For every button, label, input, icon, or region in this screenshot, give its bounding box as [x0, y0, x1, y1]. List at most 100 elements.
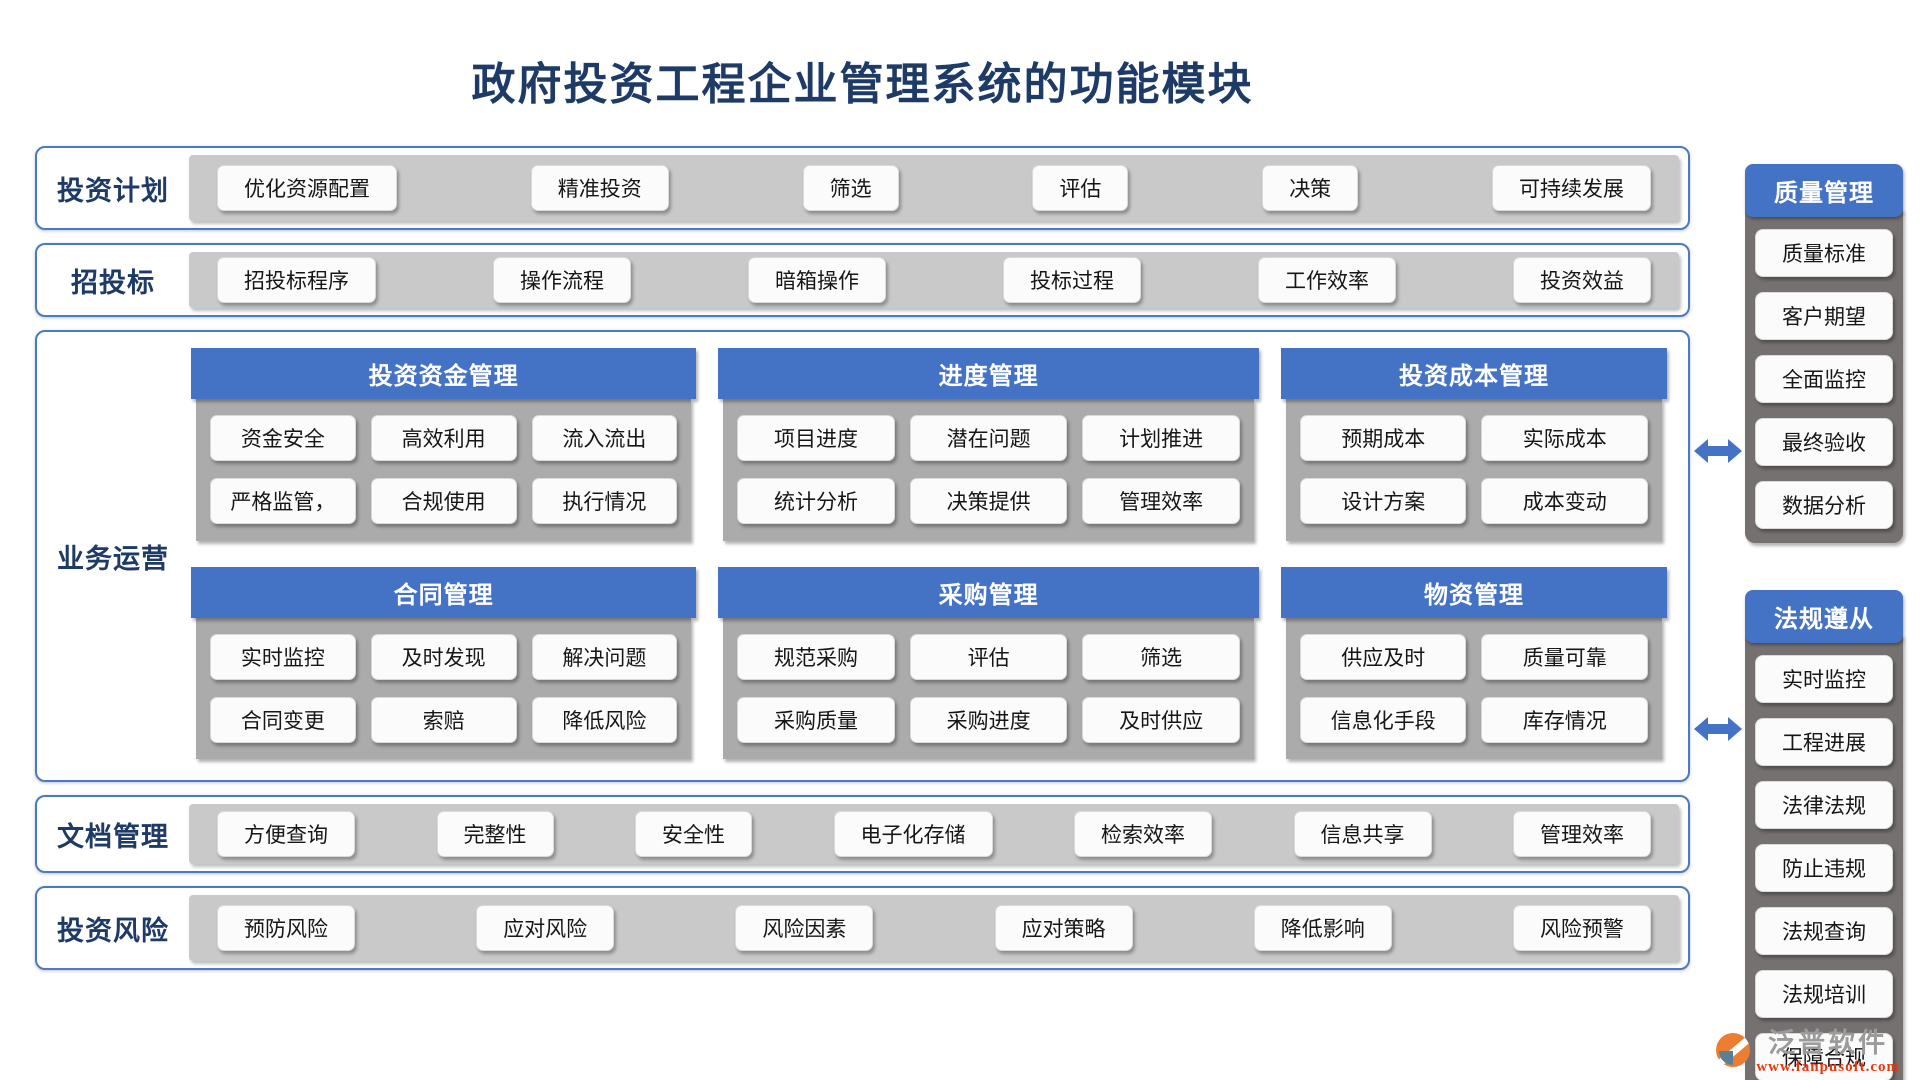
chip-potential-issues[interactable]: 潜在问题	[909, 415, 1068, 462]
chip-compliance-realtime-monitoring[interactable]: 实时监控	[1755, 655, 1893, 703]
chip-procurement-evaluation[interactable]: 评估	[909, 633, 1068, 680]
chip-quality-standard[interactable]: 质量标准	[1755, 229, 1893, 277]
page-title: 政府投资工程企业管理系统的功能模块	[471, 60, 1254, 109]
chip-strict-supervision[interactable]: 严格监管，	[210, 478, 356, 525]
chip-procurement-screening[interactable]: 筛选	[1082, 633, 1240, 680]
chip-retrieval-efficiency[interactable]: 检索效率	[1074, 811, 1212, 857]
chip-electronic-storage[interactable]: 电子化存储	[833, 811, 993, 857]
sidebar-compliance: 法规遵从 实时监控 工程进展 法律法规 防止违规 法规查询 法规培训 保障合规	[1745, 590, 1903, 1080]
chip-customer-expectation[interactable]: 客户期望	[1755, 292, 1893, 340]
panel-cost-management-title: 投资成本管理	[1280, 348, 1667, 399]
panel-material-management-body: 供应及时 质量可靠 信息化手段 库存情况	[1285, 617, 1662, 759]
band-bidding-label: 招投标	[71, 267, 155, 298]
chip-inflow-outflow[interactable]: 流入流出	[531, 415, 678, 462]
main-diagram: 投资计划 优化资源配置 精准投资 筛选 评估 决策 可持续发展 招投标 招投标程…	[35, 146, 1690, 970]
band-document-management-tray: 方便查询 完整性 安全性 电子化存储 检索效率 信息共享 管理效率	[189, 804, 1679, 864]
chip-data-analysis[interactable]: 数据分析	[1755, 481, 1893, 529]
chip-fund-safety[interactable]: 资金安全	[210, 415, 356, 462]
chip-full-monitoring[interactable]: 全面监控	[1755, 355, 1893, 403]
chip-sustainable-development[interactable]: 可持续发展	[1491, 165, 1651, 211]
double-arrow-icon	[1693, 434, 1743, 468]
footer-brand: 泛普软件 www.fanpusoft.com	[1716, 1029, 1900, 1076]
panel-fund-management: 投资资金管理 资金安全 高效利用 流入流出 严格监管， 合规使用 执行情况	[191, 348, 697, 541]
chip-risk-warning[interactable]: 风险预警	[1512, 905, 1651, 951]
chip-impact-reduction[interactable]: 降低影响	[1253, 905, 1392, 951]
chip-informatization[interactable]: 信息化手段	[1299, 696, 1467, 743]
chip-bidding-procedure[interactable]: 招投标程序	[217, 257, 376, 303]
chip-procurement-progress[interactable]: 采购进度	[909, 696, 1068, 743]
chip-compliant-use[interactable]: 合规使用	[370, 478, 517, 525]
chip-precise-investment[interactable]: 精准投资	[530, 165, 669, 211]
chip-claims[interactable]: 索赔	[370, 696, 517, 743]
chip-management-efficiency[interactable]: 管理效率	[1082, 478, 1240, 525]
chip-laws-regulations[interactable]: 法律法规	[1755, 781, 1893, 829]
sidebar-quality-body: 质量标准 客户期望 全面监控 最终验收 数据分析	[1745, 209, 1903, 543]
chip-decision-support[interactable]: 决策提供	[909, 478, 1068, 525]
panel-fund-management-title: 投资资金管理	[191, 348, 697, 399]
chip-statistical-analysis[interactable]: 统计分析	[737, 478, 895, 525]
chip-timely-supply[interactable]: 及时供应	[1082, 696, 1240, 743]
chip-security[interactable]: 安全性	[635, 811, 752, 857]
chip-procurement-quality[interactable]: 采购质量	[737, 696, 895, 743]
chip-final-acceptance[interactable]: 最终验收	[1755, 418, 1893, 466]
chip-bidding-process[interactable]: 投标过程	[1003, 257, 1141, 303]
chip-problem-solving[interactable]: 解决问题	[531, 633, 678, 680]
chip-evaluation[interactable]: 评估	[1032, 165, 1129, 211]
chip-contract-change[interactable]: 合同变更	[210, 696, 356, 743]
chip-optimize-resources[interactable]: 优化资源配置	[217, 165, 397, 211]
panel-progress-management: 进度管理 项目进度 潜在问题 计划推进 统计分析 决策提供 管理效率	[718, 348, 1259, 541]
chip-easy-query[interactable]: 方便查询	[217, 811, 355, 857]
chip-response-strategy[interactable]: 应对策略	[994, 905, 1133, 951]
chip-efficient-use[interactable]: 高效利用	[370, 415, 517, 462]
chip-violation-prevention[interactable]: 防止违规	[1755, 844, 1893, 892]
panel-material-management-title: 物资管理	[1280, 566, 1667, 618]
chip-execution-status[interactable]: 执行情况	[531, 478, 678, 525]
chip-risk-factors[interactable]: 风险因素	[735, 905, 874, 951]
band-investment-plan-tray: 优化资源配置 精准投资 筛选 评估 决策 可持续发展	[189, 155, 1679, 221]
chip-regulation-training[interactable]: 法规培训	[1755, 970, 1893, 1018]
chip-risk-response[interactable]: 应对风险	[476, 905, 615, 951]
chip-expected-cost[interactable]: 预期成本	[1299, 415, 1467, 462]
chip-timely-detection[interactable]: 及时发现	[370, 633, 517, 680]
chip-cost-change[interactable]: 成本变动	[1481, 478, 1648, 525]
chip-compliance-guarantee[interactable]: 保障合规	[1755, 1033, 1893, 1080]
chip-plan-advancement[interactable]: 计划推进	[1082, 415, 1240, 462]
chip-investment-benefit[interactable]: 投资效益	[1513, 257, 1651, 303]
chip-work-efficiency[interactable]: 工作效率	[1258, 257, 1396, 303]
chip-reliable-quality[interactable]: 质量可靠	[1481, 633, 1648, 680]
chip-decision[interactable]: 决策	[1262, 165, 1359, 211]
band-investment-risk: 投资风险 预防风险 应对风险 风险因素 应对策略 降低影响 风险预警	[35, 886, 1690, 970]
band-investment-risk-tray: 预防风险 应对风险 风险因素 应对策略 降低影响 风险预警	[189, 895, 1679, 961]
chip-information-sharing[interactable]: 信息共享	[1293, 811, 1432, 857]
sidebar-quality-title: 质量管理	[1745, 164, 1903, 217]
chip-timely-supplying[interactable]: 供应及时	[1299, 633, 1467, 680]
band-document-management: 文档管理 方便查询 完整性 安全性 电子化存储 检索效率 信息共享 管理效率	[35, 795, 1690, 873]
chip-project-progress[interactable]: 项目进度	[737, 415, 895, 462]
chip-inventory-status[interactable]: 库存情况	[1481, 696, 1648, 743]
band-investment-risk-label: 投资风险	[57, 915, 169, 946]
panel-cost-management: 投资成本管理 预期成本 实际成本 设计方案 成本变动	[1280, 348, 1667, 541]
chip-black-box-operation[interactable]: 暗箱操作	[748, 257, 886, 303]
sidebar-compliance-title: 法规遵从	[1745, 590, 1903, 643]
chip-risk-reduction[interactable]: 降低风险	[531, 696, 678, 743]
chip-project-advancement[interactable]: 工程进展	[1755, 718, 1893, 766]
chip-design-plan[interactable]: 设计方案	[1299, 478, 1467, 525]
chip-operation-flow[interactable]: 操作流程	[493, 257, 631, 303]
chip-actual-cost[interactable]: 实际成本	[1481, 415, 1648, 462]
band-bidding: 招投标 招投标程序 操作流程 暗箱操作 投标过程 工作效率 投资效益	[35, 243, 1690, 317]
operations-grid: 投资资金管理 资金安全 高效利用 流入流出 严格监管， 合规使用 执行情况 进度…	[189, 339, 1679, 773]
chip-risk-prevention[interactable]: 预防风险	[217, 905, 355, 951]
panel-procurement-management-body: 规范采购 评估 筛选 采购质量 采购进度 及时供应	[723, 617, 1254, 759]
chip-standard-procurement[interactable]: 规范采购	[737, 633, 895, 680]
panel-procurement-management: 采购管理 规范采购 评估 筛选 采购质量 采购进度 及时供应	[718, 566, 1259, 759]
panel-contract-management-body: 实时监控 及时发现 解决问题 合同变更 索赔 降低风险	[196, 617, 692, 759]
panel-progress-management-body: 项目进度 潜在问题 计划推进 统计分析 决策提供 管理效率	[723, 399, 1254, 541]
band-operations: 业务运营 投资资金管理 资金安全 高效利用 流入流出 严格监管， 合规使用 执行…	[35, 330, 1690, 782]
chip-integrity[interactable]: 完整性	[436, 811, 554, 857]
chip-realtime-monitoring[interactable]: 实时监控	[210, 633, 356, 680]
chip-doc-management-efficiency[interactable]: 管理效率	[1513, 811, 1651, 857]
chip-regulation-query[interactable]: 法规查询	[1755, 907, 1893, 955]
chip-screening[interactable]: 筛选	[802, 165, 899, 211]
band-document-management-label: 文档管理	[57, 821, 169, 852]
